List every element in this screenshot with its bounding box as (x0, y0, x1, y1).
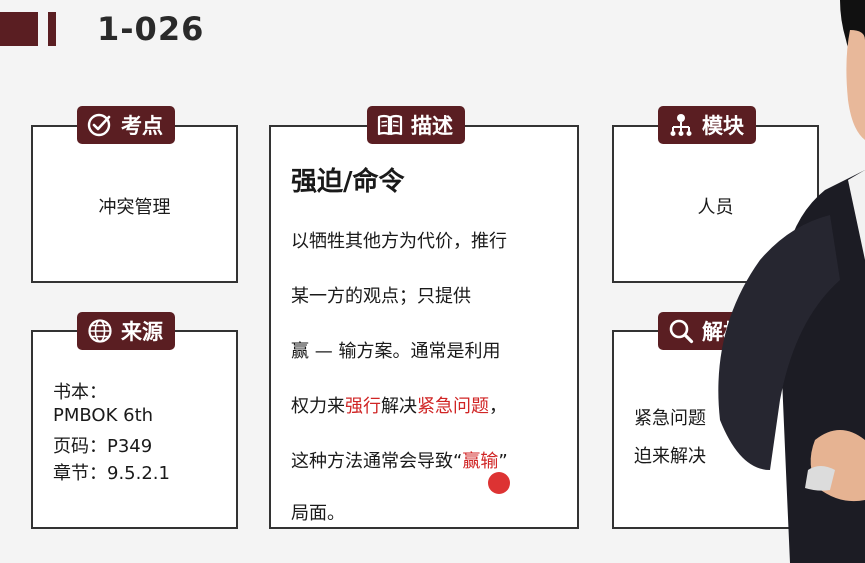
desc-text: 解决 (381, 396, 417, 417)
desc-text: 这种方法通常会导致 (291, 451, 453, 472)
analysis-line-1: 紧急问题 (634, 408, 706, 429)
kaodian-label: 考点 (121, 114, 163, 138)
highlight-text: 赢输 (462, 451, 499, 472)
highlight-text: 强行 (345, 396, 381, 417)
book-icon (377, 114, 403, 136)
desc-line-1: 以牺牲其他方为代价，推行 (291, 231, 507, 252)
source-line-2: PMBOK 6th (53, 405, 154, 426)
desc-line-3: 赢 — 输方案。通常是利用 (291, 341, 501, 362)
header-divider (48, 12, 56, 46)
desc-title: 强迫/命令 (291, 167, 405, 197)
laiyuan-label: 来源 (121, 320, 163, 344)
mokuai-label: 模块 (702, 114, 744, 138)
presenter-figure (718, 0, 865, 563)
miaoshu-label: 描述 (411, 114, 453, 138)
desc-line-2: 某一方的观点；只提供 (291, 286, 471, 307)
org-chart-icon (670, 114, 692, 136)
laiyuan-card: 书本： PMBOK 6th 页码：P349 章节：9.5.2.1 (31, 330, 238, 529)
mokuai-tag: 模块 (658, 106, 756, 144)
laiyuan-tag: 来源 (77, 312, 175, 350)
quote-mark: ” (498, 451, 508, 472)
pointer-dot (488, 472, 510, 494)
question-code: 1-026 (97, 10, 205, 48)
desc-text: ， (489, 396, 507, 417)
kaodian-content: 冲突管理 (98, 197, 171, 218)
desc-line-5: 这种方法通常会导致“赢输” (291, 447, 508, 473)
desc-line-4: 权力来强行解决紧急问题， (291, 392, 507, 418)
kaodian-tag: 考点 (77, 106, 175, 144)
quote-mark: “ (453, 451, 463, 472)
check-circle-icon (87, 113, 111, 137)
miaoshu-tag: 描述 (367, 106, 465, 144)
mokuai-content: 人员 (697, 197, 734, 218)
magnifier-icon (669, 319, 694, 344)
kaodian-card: 冲突管理 (31, 125, 238, 283)
desc-line-6: 局面。 (291, 503, 345, 524)
header-block (0, 12, 38, 46)
desc-text: 权力来 (291, 396, 345, 417)
miaoshu-card: 强迫/命令 以牺牲其他方为代价，推行 某一方的观点；只提供 赢 — 输方案。通常… (269, 125, 579, 529)
source-line-3: 页码：P349 (53, 436, 153, 457)
mokuai-card: 人员 (612, 125, 819, 283)
source-line-1: 书本： (53, 382, 107, 403)
source-line-4: 章节：9.5.2.1 (53, 463, 170, 484)
analysis-line-2: 迫来解决 (634, 446, 706, 467)
globe-icon (88, 319, 112, 343)
highlight-text: 紧急问题 (417, 396, 489, 417)
